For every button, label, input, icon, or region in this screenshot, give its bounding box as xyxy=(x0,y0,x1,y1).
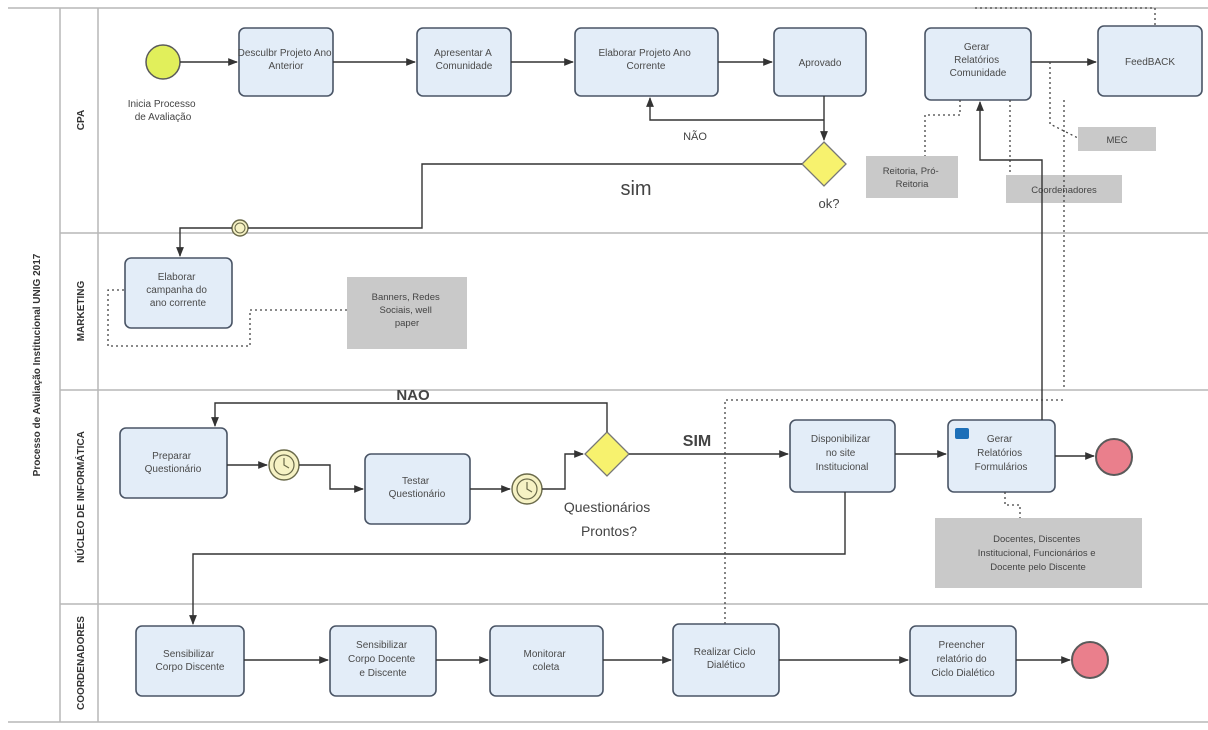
task-elaborar-projeto-label: Elaborar Projeto Ano Corrente xyxy=(598,48,693,72)
task-sensibilizar-docente-discente xyxy=(329,625,437,697)
task-preencher-relatorio-label: Preencher relatório do Ciclo Dialético xyxy=(931,640,995,679)
database-icon xyxy=(955,428,969,439)
note-reitoria xyxy=(866,156,958,198)
intermediate-event-icon xyxy=(231,219,249,237)
flow-nao-back-to-elaborar xyxy=(646,97,824,121)
task-descobrir-projeto-label: Desculbr Projeto Ano Anterior xyxy=(238,48,335,72)
label-sim-cpa: sim xyxy=(620,178,651,200)
timer-event-1-hands xyxy=(283,458,290,469)
lane-label-nucleo-informatica: NÚCLEO DE INFORMÁTICA xyxy=(74,431,87,563)
label-nao-cpa: NÃO xyxy=(683,130,707,143)
task-elaborar-campanha xyxy=(124,257,233,329)
task-monitorar-coleta xyxy=(489,625,604,697)
task-aprovado-label: Aprovado xyxy=(799,58,842,69)
flow-event-to-campanha xyxy=(176,227,232,257)
assoc-mec xyxy=(1049,62,1079,139)
task-sensibilizar-corpo-discente xyxy=(135,625,245,697)
note-mec xyxy=(1078,127,1156,151)
assoc-ciclo-up xyxy=(724,399,1064,624)
task-aprovado xyxy=(773,27,867,97)
pool-title: Processo de Avaliação Institucional UNIG… xyxy=(32,253,43,476)
task-disponibilizar-site xyxy=(789,419,896,493)
task-preparar-questionario-label: Preparar Questionário xyxy=(145,451,202,475)
assoc-docentes xyxy=(1004,492,1021,518)
assoc-banners xyxy=(107,289,347,347)
note-mec-text: MEC xyxy=(1106,135,1127,146)
task-monitorar-coleta-label: Monitorar coleta xyxy=(523,649,568,673)
task-feedback-label: FeedBACK xyxy=(1125,57,1175,68)
task-elaborar-campanha-label: Elaborar campanha do ano corrente xyxy=(146,272,209,309)
note-coordenadores xyxy=(1006,175,1122,203)
task-sensibilizar-docente-discente-label: Sensibilizar Corpo Docente e Discente xyxy=(348,640,418,679)
gateway-questionarios-label: Questionários Prontos? xyxy=(564,499,654,539)
task-apresentar-comunidade-label: Apresentar A Comunidade xyxy=(434,48,494,72)
note-banners-text: Banners, Redes Sociais, well paper xyxy=(372,292,443,329)
task-testar-questionario-label: Testar Questionário xyxy=(389,476,446,500)
gateway-questionarios xyxy=(584,431,630,477)
task-gerar-relatorios-comunidade-label: Gerar Relatórios Comunidade xyxy=(950,42,1007,79)
note-reitoria-text: Reitoria, Pró- Reitoria xyxy=(883,166,942,190)
task-sensibilizar-corpo-discente-label: Sensibilizar Corpo Discente xyxy=(156,649,225,673)
gateway-ok xyxy=(801,141,847,187)
lane-label-marketing: MARKETING xyxy=(76,281,87,342)
assoc-feedback-top xyxy=(975,7,1156,26)
note-docentes-text: Docentes, Discentes Institucional, Funci… xyxy=(978,534,1098,573)
lane-label-coordenadores: COORDENADORES xyxy=(76,616,87,710)
task-preencher-relatorio xyxy=(909,625,1017,697)
task-gerar-relatorios-formularios-label: Gerar Relatórios Formulários xyxy=(975,434,1028,473)
pool-frame xyxy=(8,7,1208,723)
flow-timer2-to-gateway xyxy=(542,450,584,490)
end-event-ni xyxy=(1095,438,1133,476)
lane-label-cpa: CPA xyxy=(76,110,87,130)
label-nao-ni: NAO xyxy=(396,387,430,404)
task-realizar-ciclo-label: Realizar Ciclo Dialético xyxy=(694,647,758,671)
flow-disponibilizar-to-coordenadores xyxy=(189,492,846,625)
timer-event-1-inner xyxy=(273,454,295,476)
timer-event-2-inner xyxy=(516,478,538,500)
start-event xyxy=(145,44,181,80)
task-disponibilizar-site-label: Disponibilizar no site Institucional xyxy=(811,434,873,473)
note-banners xyxy=(347,277,467,349)
label-sim-ni: SIM xyxy=(683,433,711,450)
end-event-coordenadores xyxy=(1071,641,1109,679)
flow-formularios-to-relatorios-comunidade xyxy=(976,101,1043,420)
note-docentes xyxy=(935,518,1142,588)
start-event-label: Inicia Processo de Avaliação xyxy=(128,99,199,123)
assoc-reitoria xyxy=(924,100,961,156)
flow-nao-back-to-preparar xyxy=(211,402,608,432)
timer-event-2-hands xyxy=(526,482,533,493)
gateway-ok-label: ok? xyxy=(819,196,840,211)
flow-sim-to-marketing xyxy=(248,163,802,229)
task-preparar-questionario xyxy=(119,427,228,499)
flow-timer1-to-testar xyxy=(299,464,364,493)
task-feedback xyxy=(1097,25,1203,97)
task-gerar-relatorios-comunidade xyxy=(924,27,1032,101)
intermediate-event-inner-ring xyxy=(234,222,246,234)
